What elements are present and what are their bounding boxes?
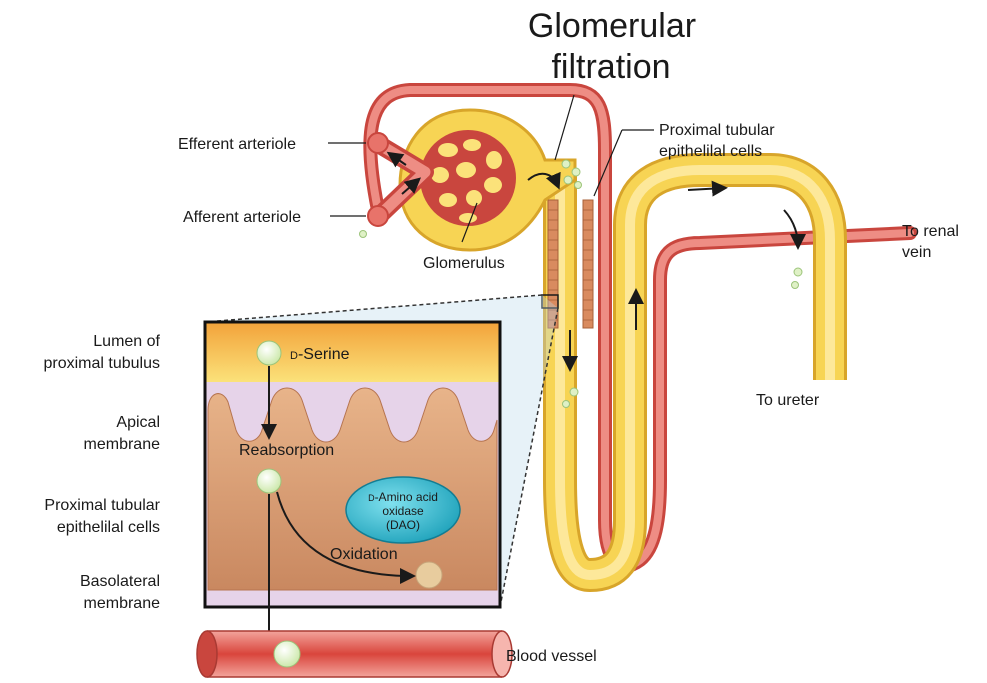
renal-vein-label-line2: vein <box>902 244 931 261</box>
apical-label-line2: membrane <box>84 436 161 453</box>
reabsorption-label: Reabsorption <box>239 442 334 459</box>
oxidized-particle <box>416 562 442 588</box>
proximal-cells-label-line2: epithelilal cells <box>659 143 762 160</box>
lumen-label-line1: Lumen of <box>93 333 160 350</box>
epithelial-label-line2: epithelilal cells <box>57 519 160 536</box>
dao-label-line3: (DAO) <box>386 518 420 532</box>
reabsorbed-particle <box>257 469 281 493</box>
lumen-label-line2: proximal tubulus <box>44 355 161 372</box>
glomerulus-label: Glomerulus <box>423 255 505 272</box>
side-labels: Lumen of proximal tubulus Apical membran… <box>44 333 161 612</box>
zoom-panel: D-Serine Reabsorption D-Amino acid oxida… <box>205 322 500 645</box>
dao-label-line2: oxidase <box>382 504 424 518</box>
proximal-cells-label-line1: Proximal tubular <box>659 122 775 139</box>
apical-label-line1: Apical <box>116 414 160 431</box>
efferent-arteriole-label: Efferent arteriole <box>178 136 296 153</box>
glomerulus <box>420 130 516 226</box>
blood-particle <box>274 641 300 667</box>
blood-vessel-label: Blood vessel <box>506 648 597 665</box>
d-serine-label: D-Serine <box>290 346 350 363</box>
basolateral-label-line2: membrane <box>84 595 161 612</box>
dao-label-line1: D-Amino acid <box>368 490 438 504</box>
basolateral-label-line1: Basolateral <box>80 573 160 590</box>
epithelial-label-line1: Proximal tubular <box>44 497 160 514</box>
to-ureter-label: To ureter <box>756 392 820 409</box>
afferent-arteriole-label: Afferent arteriole <box>183 209 301 226</box>
d-serine-particle <box>257 341 281 365</box>
oxidation-label: Oxidation <box>330 546 398 563</box>
blood-vessel <box>197 631 512 677</box>
title-line2: filtration <box>551 48 670 86</box>
renal-vein-label-line1: To renal <box>902 223 959 240</box>
title-line1: Glomerular <box>528 7 696 45</box>
